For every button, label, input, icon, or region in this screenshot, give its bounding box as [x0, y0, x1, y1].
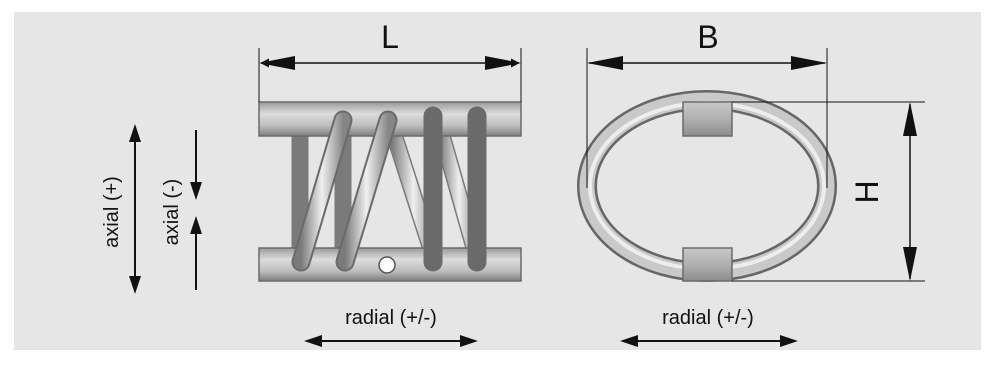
radial-side-indicator: radial (+/-)	[620, 307, 798, 347]
mounting-hole	[378, 256, 396, 274]
bottom-clamp-block	[682, 247, 733, 282]
axial-minus-indicator: axial (-)	[161, 130, 202, 290]
width-label: B	[697, 19, 718, 55]
axial-plus-indicator: axial (+)	[101, 124, 141, 294]
axial-minus-label: axial (-)	[161, 179, 183, 246]
radial-front-label: radial (+/-)	[345, 307, 437, 329]
height-label: H	[849, 180, 885, 203]
top-clamp-block	[682, 101, 733, 137]
radial-side-label: radial (+/-)	[662, 307, 754, 329]
axial-plus-label: axial (+)	[101, 176, 123, 248]
length-label: L	[381, 19, 399, 55]
radial-front-indicator: radial (+/-)	[304, 307, 478, 347]
helix-front-strands	[291, 106, 487, 272]
width-dimension: B	[586, 19, 828, 188]
height-dimension: H	[732, 101, 925, 282]
length-dimension: L	[258, 19, 522, 102]
isolator-front-view	[258, 101, 522, 282]
